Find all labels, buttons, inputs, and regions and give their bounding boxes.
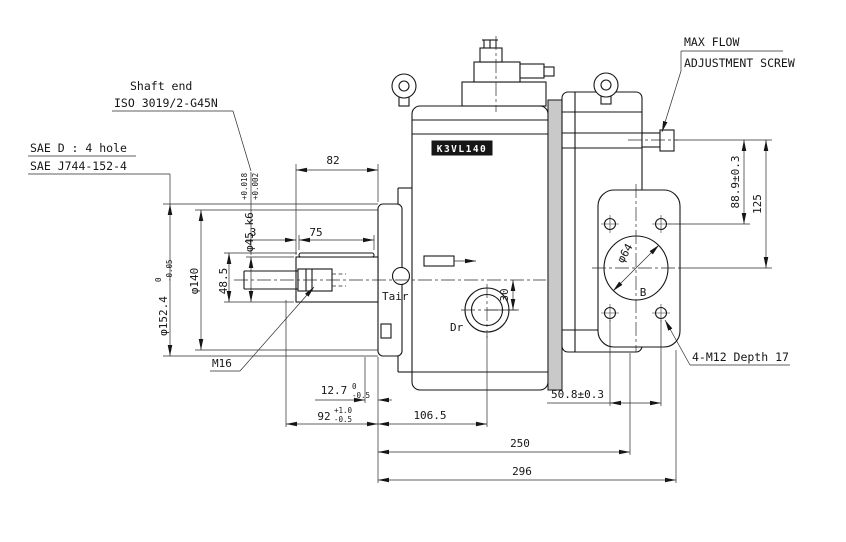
annotations: Shaft end ISO 3019/2-G45N SAE D : 4 hole…: [30, 35, 795, 478]
dim-50-8: 50.8±0.3: [551, 388, 604, 401]
dim-dia152-tol-lo: -0.05: [165, 259, 174, 282]
eyebolt-right: [593, 72, 619, 105]
dim-48-5: 48.5: [217, 268, 230, 295]
dim-dia152-tol-hi: 0: [154, 277, 163, 282]
dim-92-tol-hi: +1.0: [334, 406, 353, 415]
dim-dia45-tol-lo: +0.002: [251, 173, 260, 200]
dim-12-7-tol-lo: -0.5: [352, 391, 370, 400]
adjustment-locknut: [659, 129, 675, 152]
model-nameplate-text: K3VL140: [437, 144, 488, 155]
valve-plate: [547, 99, 563, 391]
shaft-end-label-line1: Shaft end: [130, 79, 192, 93]
tair-port-circle: [391, 266, 411, 286]
dimension-lines: [28, 50, 790, 483]
bolt-hole-crosshairs: [601, 215, 670, 322]
nameplate-pointer-box: [423, 255, 455, 267]
dim-88-9: 88.9±0.3: [729, 156, 742, 209]
bolt-note-label: 4-M12 Depth 17: [692, 350, 789, 364]
dim-dia140: φ140: [188, 268, 201, 295]
dim-92: 92: [317, 410, 330, 423]
port-b-label: B: [640, 286, 647, 299]
m16-label: M16: [212, 357, 232, 370]
dim-250: 250: [510, 437, 530, 450]
sae-label-line1: SAE D : 4 hole: [30, 141, 127, 155]
dim-dia45: φ45 k6: [243, 212, 256, 252]
pump-outline: [243, 39, 681, 391]
eyebolt-left: [391, 73, 417, 107]
dim-106-5: 106.5: [413, 409, 446, 422]
dim-12-7-tol-hi: 0: [352, 382, 357, 391]
dim-75: 75: [309, 226, 322, 239]
dim-125: 125: [751, 194, 764, 214]
flange-port-detail: [380, 323, 392, 339]
dim-dia45-tol-hi: +0.018: [240, 172, 249, 200]
dr-label: Dr: [450, 321, 464, 334]
tair-label: Tair: [382, 290, 409, 303]
shaft-end-label-line2: ISO 3019/2-G45N: [114, 96, 218, 110]
max-flow-label-line2: ADJUSTMENT SCREW: [684, 56, 795, 70]
dim-3: 3: [250, 226, 257, 239]
dim-82: 82: [326, 154, 339, 167]
solenoid-connector: [461, 39, 555, 107]
dim-30: 30: [498, 288, 511, 301]
sae-label-line2: SAE J744-152-4: [30, 159, 127, 173]
model-nameplate: [431, 140, 493, 156]
max-flow-label-line1: MAX FLOW: [684, 35, 739, 49]
dim-296: 296: [512, 465, 532, 478]
dim-dia152: φ152.4: [157, 296, 170, 336]
dim-12-7: 12.7: [321, 384, 348, 397]
shaft-key: [298, 252, 375, 258]
dim-92-tol-lo: -0.5: [334, 415, 352, 424]
